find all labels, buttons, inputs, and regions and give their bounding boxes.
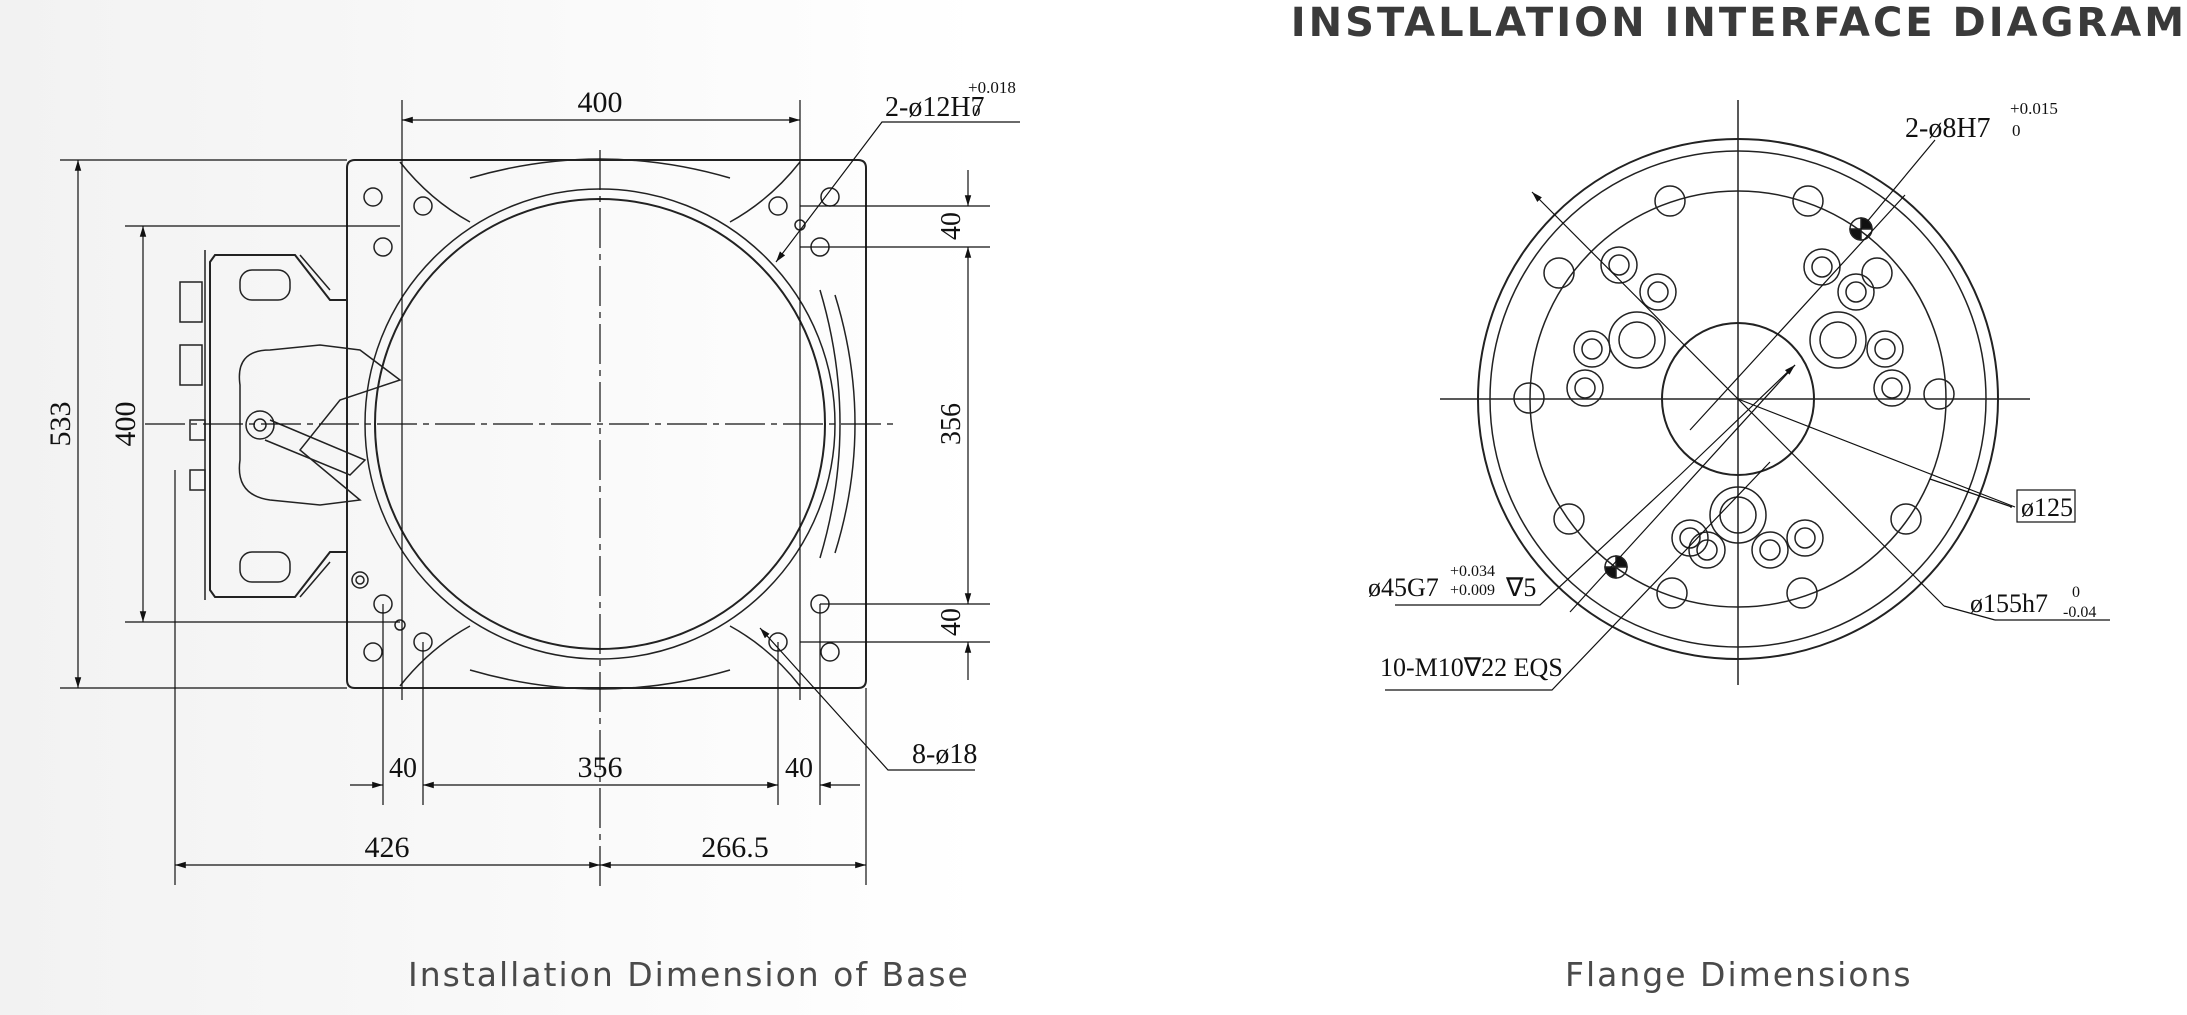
dim-top-width: 400 <box>578 86 623 119</box>
flange-dimension-lines <box>1385 139 2110 691</box>
dim-pin-tol-upper: +0.018 <box>968 78 1016 97</box>
dim-right-356: 356 <box>936 403 967 445</box>
dim-left-400: 400 <box>109 402 142 447</box>
dim-left-533: 533 <box>44 402 77 447</box>
flange-outer-dia: ø155h7 <box>1970 589 2048 618</box>
flange-bore: ø45G7 <box>1368 573 1439 602</box>
flange-pin-tol-upper: +0.015 <box>2010 99 2058 118</box>
flange-outer-tol-upper: 0 <box>2072 584 2080 601</box>
dim-overall-left: 426 <box>365 831 410 864</box>
flange-pcd: ø125 <box>2021 493 2073 522</box>
base-dimension-texts: 400 2-ø12H7 +0.018 0 40 356 40 533 400 4… <box>44 78 1016 864</box>
dim-pin-tol-lower: 0 <box>972 101 981 120</box>
base-dimension-lines <box>60 100 1020 890</box>
dim-right-40-top: 40 <box>936 212 967 240</box>
dim-bottom-356: 356 <box>578 751 623 784</box>
flange-outer-tol-lower: -0.04 <box>2063 604 2096 621</box>
caption-base: Installation Dimension of Base <box>408 955 970 994</box>
flange-tapped-holes: 10-M10∇22 EQS <box>1380 653 1563 682</box>
flange-bore-depth: ∇5 <box>1505 573 1536 602</box>
page-title: INSTALLATION INTERFACE DIAGRAM <box>1290 0 2187 46</box>
dim-bottom-40-right: 40 <box>785 753 813 784</box>
dim-mount-holes: 8-ø18 <box>912 739 977 770</box>
flange-pin-tol-lower: 0 <box>2012 121 2021 140</box>
dim-overall-right: 266.5 <box>701 831 769 864</box>
flange-drawing <box>1440 100 2030 685</box>
dim-right-40-bottom: 40 <box>936 608 967 636</box>
caption-flange: Flange Dimensions <box>1565 955 1913 994</box>
flange-bore-tol-lower: +0.009 <box>1450 582 1495 599</box>
flange-dimension-texts: 2-ø8H7 +0.015 0 ø125 ø155h7 0 -0.04 ø45G… <box>1368 99 2096 682</box>
flange-pin-holes: 2-ø8H7 <box>1905 113 1991 144</box>
flange-bore-tol-upper: +0.034 <box>1450 563 1495 580</box>
dim-bottom-40-left: 40 <box>389 753 417 784</box>
dim-pin-holes: 2-ø12H7 <box>885 92 985 123</box>
